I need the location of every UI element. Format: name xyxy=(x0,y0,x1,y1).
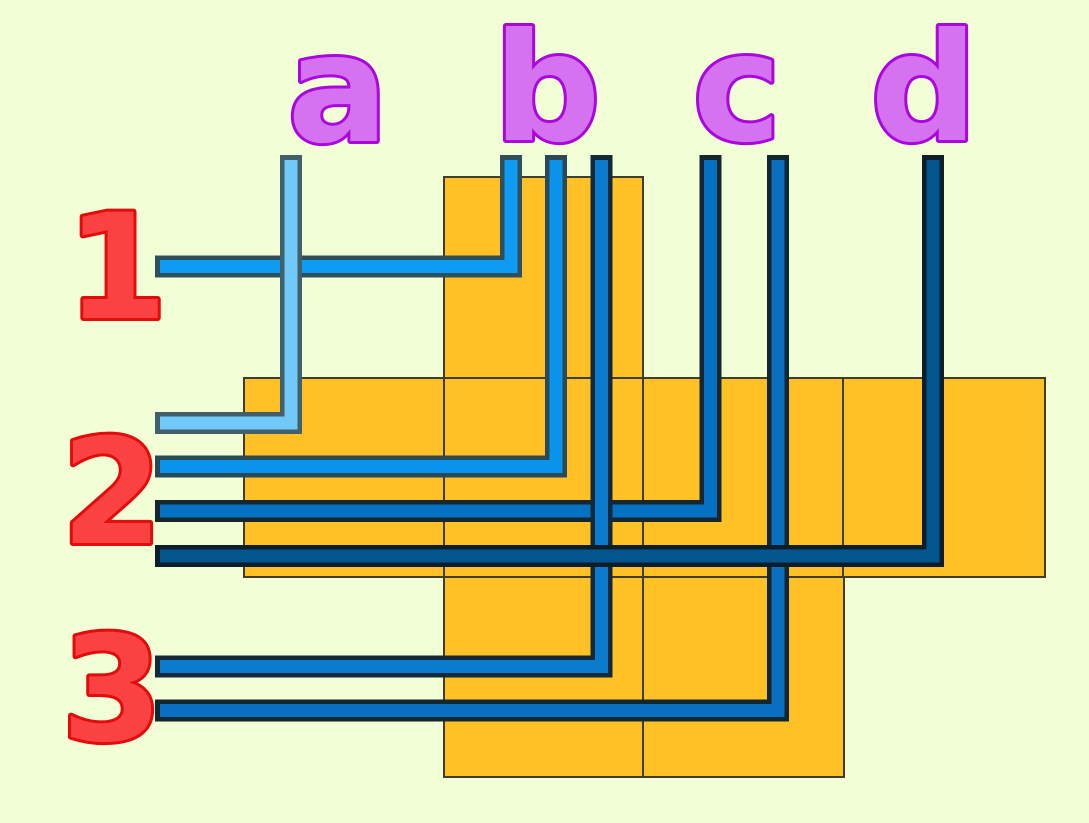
column-label-b: b xyxy=(493,2,600,176)
edge-line-3b-fill xyxy=(160,160,608,673)
edge-line-2b xyxy=(155,155,567,478)
connector-lines xyxy=(155,155,944,722)
column-label-c: c xyxy=(693,2,782,176)
column-label-d: d xyxy=(870,2,977,176)
region-row2-col-c xyxy=(642,377,844,578)
edge-line-3c xyxy=(155,155,789,722)
row-label-1: 1 xyxy=(66,183,168,353)
edge-line-2c xyxy=(155,155,722,522)
row-labels: 1 2 3 xyxy=(58,180,171,778)
edge-line-2a xyxy=(155,155,302,434)
edge-line-2c-fill xyxy=(160,160,717,518)
edge-line-1b xyxy=(155,155,522,278)
region-row3-col-c xyxy=(642,576,845,778)
edge-line-2d xyxy=(155,155,944,567)
edge-line-2d-fill xyxy=(160,160,940,563)
edge-line-2a-fill xyxy=(160,160,298,430)
column-label-a: a xyxy=(287,3,388,177)
row-label-3: 3 xyxy=(61,605,163,775)
row-label-2: 2 xyxy=(61,408,163,578)
edge-line-3c-fill xyxy=(160,160,785,717)
edge-line-2b-fill xyxy=(160,160,563,473)
edge-line-1b-fill xyxy=(160,160,518,273)
edge-line-3b xyxy=(155,155,613,678)
column-labels: a b c d xyxy=(284,0,980,180)
